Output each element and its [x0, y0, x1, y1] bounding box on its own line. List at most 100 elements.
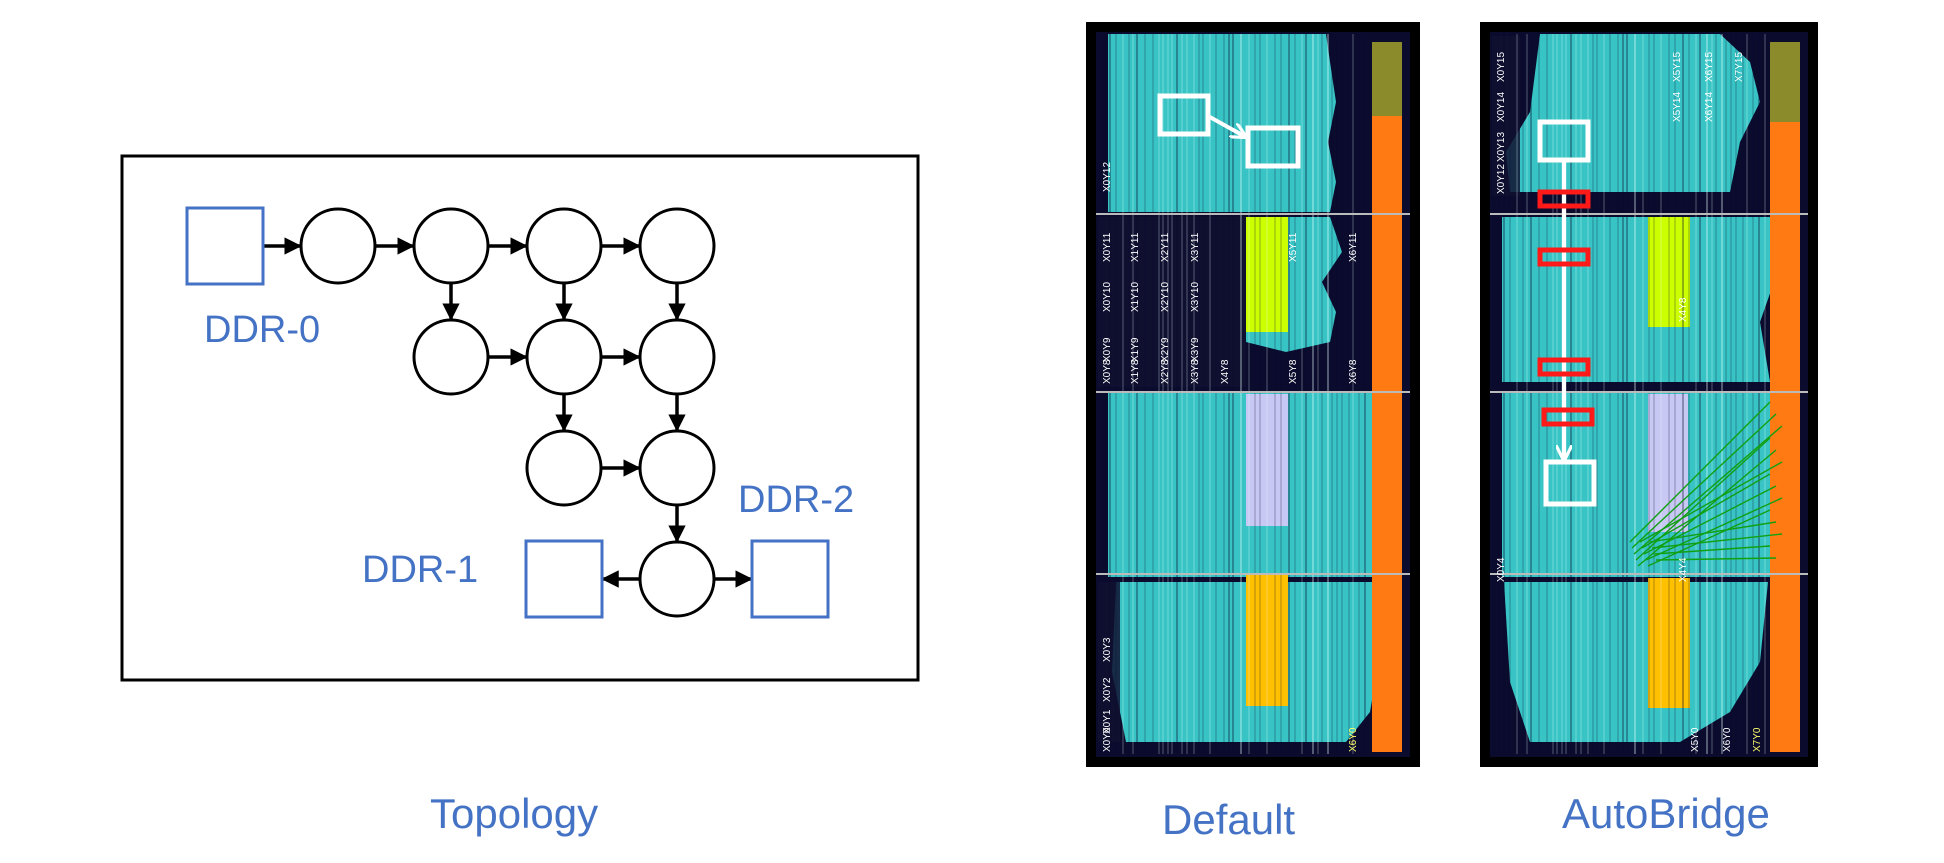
- crossing-register: [1537, 357, 1591, 377]
- hbm-column: [1770, 42, 1800, 122]
- region-label: X0Y1: [1102, 709, 1113, 734]
- route-arrow: [1207, 114, 1244, 136]
- region-grid-band: [1098, 582, 1120, 742]
- region-label: X0Y2: [1102, 677, 1113, 702]
- caption-default: Default: [1162, 796, 1296, 843]
- logic-placement: [1506, 34, 1760, 192]
- topology-nodes: [299, 207, 716, 618]
- region-label: X6Y15: [1704, 52, 1715, 82]
- ddr-port-ddr0: [185, 206, 265, 286]
- region-label: X7Y0: [1752, 727, 1763, 752]
- region-label: X6Y8: [1348, 359, 1359, 384]
- topology-panel: DDR-0 DDR-1 DDR-2: [120, 154, 920, 682]
- region-label: X0Y14: [1496, 92, 1507, 122]
- graph-node-n7: [638, 318, 716, 396]
- green-route: [1649, 521, 1777, 543]
- region-label: X3Y10: [1190, 282, 1201, 312]
- region-label: X0Y0: [1102, 727, 1113, 752]
- crossing-register: [1537, 247, 1591, 267]
- topology-edges: [263, 237, 753, 588]
- region-label: X6Y11: [1348, 232, 1359, 262]
- graph-node-n8: [525, 429, 603, 507]
- region-label: X5Y0: [1690, 727, 1701, 752]
- region-label: X3Y11: [1190, 232, 1201, 262]
- green-route: [1651, 533, 1783, 549]
- region-label: X0Y10: [1102, 282, 1113, 312]
- region-label: X4Y8: [1220, 359, 1231, 384]
- grid-lines: [1493, 34, 1766, 754]
- graph-node-n10: [638, 540, 716, 618]
- topology-ports: [185, 206, 830, 619]
- floorplan-default: X0Y12X0Y11X0Y10X0Y9X0Y8X1Y11X1Y10X1Y9X1Y…: [1086, 22, 1420, 767]
- logic-placement: [1504, 582, 1768, 742]
- region-label: X0Y9: [1102, 337, 1113, 362]
- module-marker: [1543, 459, 1597, 507]
- ddr-2-label: DDR-2: [738, 479, 854, 521]
- graph-node-n5: [412, 318, 490, 396]
- shell-orange: [1770, 117, 1800, 752]
- graph-node-n1: [299, 207, 377, 285]
- region-labels: X0Y12X0Y11X0Y10X0Y9X0Y8X1Y11X1Y10X1Y9X1Y…: [1102, 162, 1359, 752]
- crossing-register: [1541, 407, 1595, 427]
- green-route: [1641, 473, 1771, 549]
- region-label: X0Y12: [1496, 164, 1507, 194]
- green-route: [1645, 497, 1783, 561]
- ddr-1-label: DDR-1: [362, 549, 478, 591]
- hbm-column: [1372, 42, 1402, 116]
- green-route: [1633, 425, 1783, 555]
- region-label: X2Y10: [1160, 282, 1171, 312]
- green-route: [1639, 461, 1783, 543]
- region-label: X6Y0: [1348, 727, 1359, 752]
- graph-node-n9: [638, 429, 716, 507]
- shell-orange: [1372, 112, 1402, 752]
- module-marker: [1245, 125, 1301, 169]
- region-label: X7Y15: [1734, 52, 1745, 82]
- green-route: [1629, 401, 1771, 543]
- graph-node-n4: [638, 207, 716, 285]
- region-label: X3Y8: [1190, 359, 1201, 384]
- region-label: X1Y9: [1130, 337, 1141, 362]
- graph-node-n3: [525, 207, 603, 285]
- region-label: X0Y13: [1496, 132, 1507, 162]
- region-label: X5Y11: [1288, 232, 1299, 262]
- slr-crossing-registers: [1537, 189, 1595, 427]
- region-label: X6Y14: [1704, 92, 1715, 122]
- region-label: X1Y10: [1130, 282, 1141, 312]
- caption-topology: Topology: [430, 790, 599, 837]
- region-label: X5Y8: [1288, 359, 1299, 384]
- region-label: X0Y4: [1496, 557, 1507, 582]
- region-label: X0Y3: [1102, 637, 1113, 662]
- region-label: X1Y11: [1130, 232, 1141, 262]
- region-grid-band: [1492, 36, 1520, 196]
- region-label: X1Y8: [1130, 359, 1141, 384]
- region-label: X3Y9: [1190, 337, 1201, 362]
- graph-node-n2: [412, 207, 490, 285]
- region-label: X2Y8: [1160, 359, 1171, 384]
- region-label: X0Y12: [1102, 162, 1113, 192]
- logic-placement: [1502, 217, 1774, 382]
- ddr-0-label: DDR-0: [204, 309, 320, 351]
- green-route: [1643, 485, 1777, 555]
- region-label: X6Y0: [1722, 727, 1733, 752]
- green-route: [1647, 509, 1771, 567]
- region-label: X0Y15: [1496, 52, 1507, 82]
- green-routes: [1629, 401, 1783, 567]
- caption-autobridge: AutoBridge: [1562, 790, 1770, 837]
- module-marker: [1157, 93, 1211, 137]
- region-label: X5Y15: [1672, 52, 1683, 82]
- green-route: [1631, 413, 1777, 549]
- region-label: X4Y8: [1678, 297, 1689, 322]
- green-route: [1655, 557, 1777, 561]
- grid-lines: [1099, 34, 1366, 754]
- ddr-port-ddr1: [524, 539, 604, 619]
- ddr-port-ddr2: [750, 539, 830, 619]
- logic-placement: [1502, 392, 1772, 577]
- crossing-register: [1537, 189, 1591, 209]
- region-label: X5Y14: [1672, 92, 1683, 122]
- green-route: [1653, 545, 1771, 555]
- green-route: [1635, 437, 1771, 561]
